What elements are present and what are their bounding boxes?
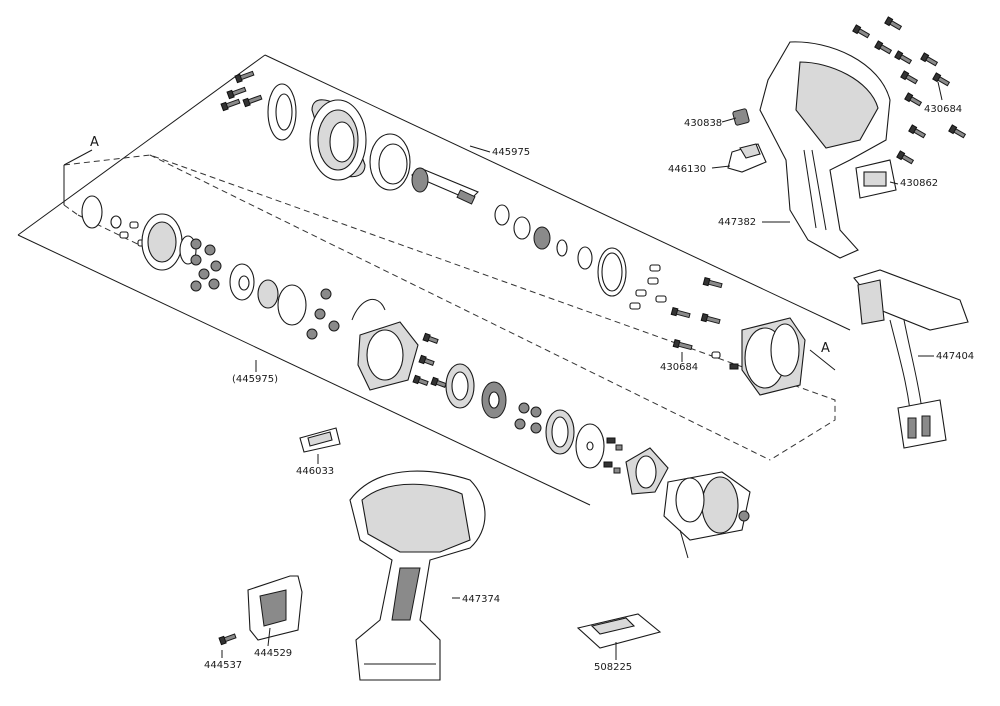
part-label-446130: 446130 — [668, 164, 706, 175]
planet-carrier-2 — [481, 381, 507, 419]
belt-clip-screw — [218, 633, 237, 646]
part-label-447404: 447404 — [936, 351, 974, 362]
retaining-clip — [351, 298, 386, 321]
ring-gear-housing — [309, 99, 367, 181]
part-label-445975: 445975 — [492, 147, 530, 158]
motor-mount-plate — [625, 447, 669, 495]
motor — [663, 471, 751, 559]
belt-clip-mount — [855, 159, 897, 199]
housing-half-left — [349, 470, 486, 681]
front-plate — [267, 83, 297, 141]
pins — [629, 264, 667, 310]
upper-screws — [220, 70, 263, 112]
clutch-housing — [357, 321, 419, 391]
housing-half-right — [759, 41, 891, 259]
part-label-444529: 444529 — [254, 648, 292, 659]
led-lens — [732, 108, 750, 126]
part-label-446033: 446033 — [296, 466, 334, 477]
planet-gears-2 — [306, 288, 340, 340]
part-label-447374: 447374 — [462, 594, 500, 605]
spindle-bearings — [494, 204, 627, 297]
belt-clip — [247, 575, 303, 641]
housing-screws — [670, 276, 723, 351]
motor-pins — [603, 437, 623, 474]
part-label-447382: 447382 — [718, 217, 756, 228]
housing-screws-right — [852, 16, 967, 165]
part-label-430684-top: 430684 — [924, 104, 962, 115]
part-label-430838: 430838 — [684, 118, 722, 129]
part-label-430684-mid: 430684 — [660, 362, 698, 373]
part-label-430862: 430862 — [900, 178, 938, 189]
trigger-switch — [853, 269, 969, 449]
clutch-ring — [369, 133, 411, 191]
thrust-washer — [229, 263, 255, 301]
forward-reverse-switch — [727, 143, 767, 173]
upper-assembly-frame — [17, 54, 851, 506]
part-label-445975-ref: (445975) — [232, 374, 278, 385]
section-marker-a-right: A — [821, 341, 830, 356]
clutch-screws — [412, 332, 447, 388]
planet-gears-3 — [514, 402, 542, 434]
part-label-444537: 444537 — [204, 660, 242, 671]
planet-gears-1 — [190, 238, 222, 292]
planetary-stage-1 — [81, 195, 197, 271]
spindle — [410, 167, 479, 205]
nameplate — [576, 613, 662, 649]
motor-washer — [575, 423, 605, 469]
ring-gear-3 — [545, 409, 575, 455]
part-label-508225: 508225 — [594, 662, 632, 673]
ring-gear-2 — [445, 363, 475, 409]
section-marker-a-left: A — [90, 135, 99, 150]
leader-lines — [221, 81, 943, 660]
gearbox-rear-housing — [711, 317, 806, 396]
hook-insert — [299, 427, 341, 453]
planet-carrier — [257, 279, 307, 326]
